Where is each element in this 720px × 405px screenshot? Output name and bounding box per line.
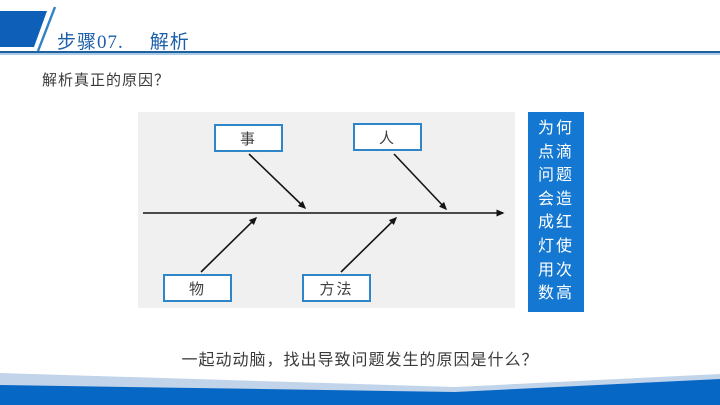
caption-text: 一起动动脑，找出导致问题发生的原因是什么？ bbox=[181, 352, 539, 369]
cause-box-ren: 人 bbox=[353, 123, 422, 151]
cause-label: 事 bbox=[239, 131, 257, 148]
cause-box-shi: 事 bbox=[214, 124, 283, 152]
page-title: 步骤07. 解析 bbox=[57, 27, 190, 54]
bottom-decoration bbox=[0, 373, 720, 405]
header-divider-light bbox=[0, 53, 720, 55]
effect-text: 为何点滴问题会造成红灯使用次数高 bbox=[538, 120, 575, 303]
cause-label: 物 bbox=[188, 281, 206, 298]
corner-slash-line bbox=[36, 6, 57, 52]
cause-box-fangfa: 方法 bbox=[302, 274, 371, 302]
cause-label: 人 bbox=[378, 130, 396, 147]
effect-box: 为何点滴问题会造成红灯使用次数高 bbox=[528, 112, 584, 312]
corner-parallelogram-shape bbox=[0, 11, 47, 47]
cause-box-wu: 物 bbox=[163, 274, 232, 302]
cause-label: 方法 bbox=[319, 281, 354, 298]
step-number: 步骤07. bbox=[57, 32, 124, 53]
step-title: 解析 bbox=[149, 32, 190, 53]
header-divider-dark bbox=[0, 51, 720, 53]
bottom-band-dark bbox=[0, 379, 720, 405]
corner-decoration bbox=[0, 6, 57, 52]
subtitle-question: 解析真正的原因？ bbox=[42, 73, 171, 89]
